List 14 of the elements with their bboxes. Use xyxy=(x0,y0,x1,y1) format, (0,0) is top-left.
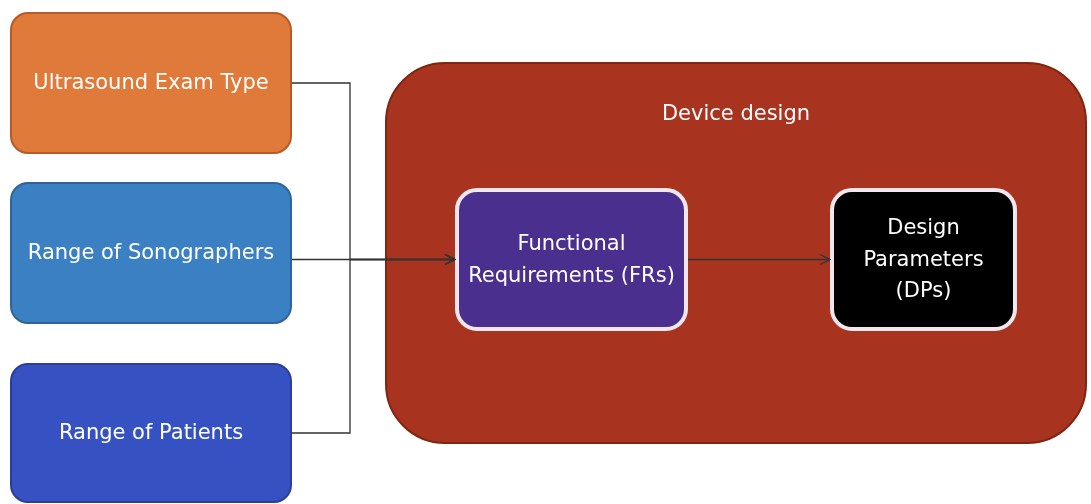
input-box xyxy=(10,363,292,503)
process-box xyxy=(830,188,1017,331)
node-label: Ultrasound Exam Type xyxy=(33,69,269,97)
input-box xyxy=(10,182,292,324)
connector-arrow xyxy=(687,253,831,266)
input-box xyxy=(10,12,292,154)
node-label: Range of Sonographers xyxy=(27,239,275,267)
node-label: Range of Patients xyxy=(58,419,244,447)
container-box xyxy=(385,62,1087,444)
node-label: Functional Requirements (FRs) xyxy=(467,230,676,289)
container-title: Device design xyxy=(661,100,811,127)
node-label: Design Parameters (DPs) xyxy=(862,214,985,305)
connector-arrow xyxy=(291,253,456,434)
process-box xyxy=(455,188,688,331)
